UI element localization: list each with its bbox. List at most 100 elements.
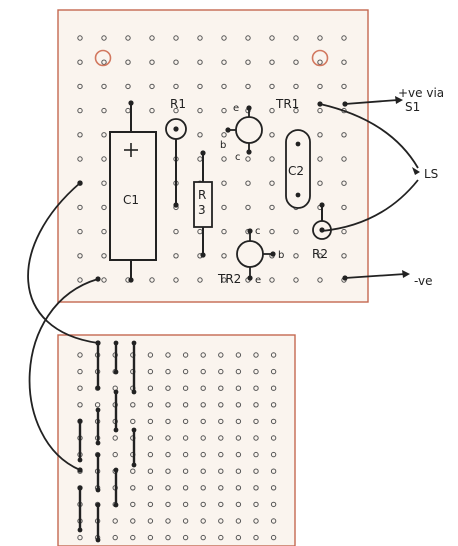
board-hole [130,485,136,491]
board-hole [253,368,259,375]
r2-label: R2 [312,247,328,261]
board-hole [182,451,189,458]
board-hole [125,35,131,41]
board-hole [165,534,171,541]
board-hole [130,402,136,408]
board-hole [101,277,107,283]
board-hole [270,518,277,524]
board-hole [245,204,251,211]
board-hole [317,253,323,259]
board-hole [182,518,189,524]
board-hole [77,534,83,541]
solder-joint [113,427,119,433]
board-hole [165,468,171,474]
board-hole [218,451,224,458]
board-hole [101,59,107,65]
board-hole [200,435,206,441]
resistor-r3 [193,150,213,258]
board-hole [77,156,83,162]
board-hole [77,253,83,259]
board-hole [165,385,171,391]
board-hole [218,418,224,425]
board-hole [218,485,224,491]
board-hole [270,435,277,441]
board-hole [182,534,189,541]
board-hole [269,83,275,90]
solder-joint [113,340,119,346]
solder-joint [95,487,101,493]
board-hole [101,107,107,114]
board-hole [269,180,275,186]
board-hole [165,402,171,408]
board-hole [130,534,136,541]
board-hole [101,132,107,138]
board-hole [112,518,118,524]
external-wiring [27,99,419,471]
board-hole [165,418,171,425]
board-hole [173,83,179,90]
board-hole [147,385,154,391]
board-hole [165,501,171,508]
board-hole [341,35,347,41]
board-hole [218,402,224,408]
board-hole [147,518,154,524]
board-hole [317,277,323,283]
board-hole [77,59,83,65]
board-hole [218,534,224,541]
board-hole [200,468,206,474]
board-hole [197,107,203,114]
board-hole [341,228,347,235]
tr1-pin-b: b [220,140,226,151]
board-hole [235,468,242,474]
board-hole [149,59,155,65]
board-hole [173,59,179,65]
board-hole [147,402,154,408]
board-hole [77,368,83,375]
resistor-r1 [165,118,187,208]
lower-board [57,334,296,546]
board-hole [221,107,227,114]
board-hole [197,35,203,41]
board-hole [94,402,101,408]
board-hole [269,228,275,235]
board-hole [125,83,131,90]
board-hole [77,277,83,283]
board-hole [253,501,259,508]
board-hole [130,418,136,425]
board-hole [101,83,107,90]
tr1-label: TR1 [275,97,299,111]
board-hole [173,228,179,235]
solder-joint [113,502,119,508]
board-hole [197,59,203,65]
board-hole [165,518,171,524]
board-hole [293,277,299,283]
board-hole [221,35,227,41]
board-hole [341,83,347,90]
board-hole [182,435,189,441]
tr2-label: TR2 [217,272,241,286]
board-hole [221,83,227,90]
tr1-pin-c: c [235,152,241,163]
board-hole [221,59,227,65]
solder-joint [77,418,83,424]
board-hole [147,368,154,375]
board-hole [200,402,206,408]
board-hole [253,468,259,474]
solder-joint [95,407,101,413]
board-hole [235,518,242,524]
board-hole [245,180,251,186]
board-hole [218,518,224,524]
board-hole [317,83,323,90]
board-hole [235,501,242,508]
board-hole [147,435,154,441]
board-hole [147,468,154,474]
board-hole [182,468,189,474]
solder-joint [131,340,137,346]
board-hole [235,485,242,491]
board-hole [245,83,251,90]
board-hole [293,228,299,235]
board-hole [270,402,277,408]
board-hole [270,534,277,541]
board-hole [77,83,83,90]
